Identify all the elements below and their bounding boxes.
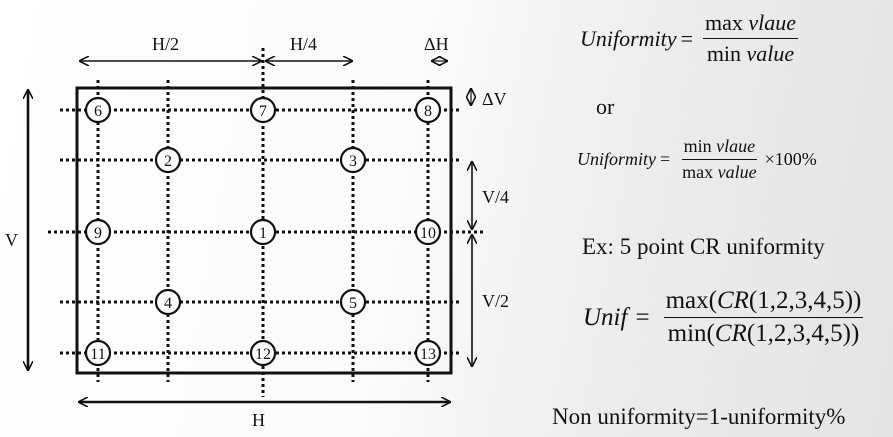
uniformity-formula-min-over-max: Uniformity = min vlaue max value ×100% — [577, 136, 817, 183]
measurement-point-5: 5 — [339, 288, 367, 316]
display-panel-outline — [75, 86, 453, 375]
uniformity-grid-diagram: H/2 H/4 ΔH ΔV V/4 V/2 V H 6 7 8 2 3 9 1 — [5, 34, 509, 430]
svg-text:6: 6 — [94, 103, 102, 120]
svg-text:4: 4 — [164, 295, 172, 312]
svg-text:10: 10 — [420, 225, 436, 242]
formula-equals: = — [635, 303, 650, 331]
fraction-numerator: max(CR(1,2,3,4,5)) — [663, 287, 864, 318]
measurement-point-10: 10 — [414, 218, 442, 246]
fraction-denominator: min value — [706, 41, 795, 66]
v-quarter-label: V/4 — [482, 187, 509, 207]
measurement-point-4: 4 — [154, 288, 182, 316]
example-caption: Ex: 5 point CR uniformity — [582, 234, 825, 259]
h-label: H — [252, 410, 265, 430]
measurement-point-7: 7 — [249, 96, 277, 124]
v-half-label: V/2 — [482, 291, 509, 311]
formula-lhs: Uniformity — [577, 149, 656, 169]
measurement-point-8: 8 — [414, 96, 442, 124]
fraction-denominator: max value — [682, 162, 757, 182]
measurement-point-13: 13 — [414, 339, 442, 367]
uniformity-formula-max-over-min: Uniformity = max vlaue min value — [580, 10, 804, 67]
fraction-numerator: max vlaue — [702, 10, 799, 39]
formula-lhs: Uniformity — [580, 25, 677, 51]
measurement-point-3: 3 — [339, 146, 367, 174]
measurement-point-12: 12 — [249, 339, 277, 367]
formula-percent-suffix: ×100% — [764, 149, 817, 169]
fraction-numerator: min vlaue — [681, 136, 758, 160]
svg-text:9: 9 — [94, 225, 102, 242]
measurement-point-2: 2 — [154, 146, 182, 174]
h-quarter-label: H/4 — [290, 34, 317, 54]
delta-v-label: ΔV — [482, 89, 507, 109]
formula-equals: = — [660, 149, 671, 169]
cr-uniformity-formula: Unif = max(CR(1,2,3,4,5)) min(CR(1,2,3,4… — [583, 287, 869, 348]
svg-text:13: 13 — [420, 346, 436, 363]
formula-equals: = — [680, 25, 693, 51]
svg-text:3: 3 — [349, 153, 357, 170]
delta-h-label: ΔH — [424, 34, 449, 54]
formula-fraction: min vlaue max value — [680, 136, 758, 183]
svg-text:12: 12 — [255, 346, 271, 363]
svg-text:11: 11 — [90, 346, 105, 363]
fraction-denominator: min(CR(1,2,3,4,5)) — [667, 320, 860, 347]
svg-text:5: 5 — [349, 295, 357, 312]
measurement-point-6: 6 — [84, 96, 112, 124]
svg-text:2: 2 — [164, 153, 172, 170]
svg-text:1: 1 — [259, 225, 267, 242]
svg-text:7: 7 — [259, 103, 267, 120]
or-text: or — [596, 94, 615, 119]
measurement-point-1: 1 — [249, 218, 277, 246]
v-label: V — [5, 230, 18, 250]
svg-text:8: 8 — [424, 103, 432, 120]
non-uniformity-definition: Non uniformity=1-uniformity% — [552, 404, 846, 429]
measurement-point-11: 11 — [84, 339, 112, 367]
measurement-point-9: 9 — [84, 218, 112, 246]
formula-fraction: max vlaue min value — [702, 10, 799, 67]
formula-fraction: max(CR(1,2,3,4,5)) min(CR(1,2,3,4,5)) — [663, 287, 864, 348]
formula-lhs: Unif — [583, 303, 628, 331]
h-half-label: H/2 — [152, 34, 179, 54]
